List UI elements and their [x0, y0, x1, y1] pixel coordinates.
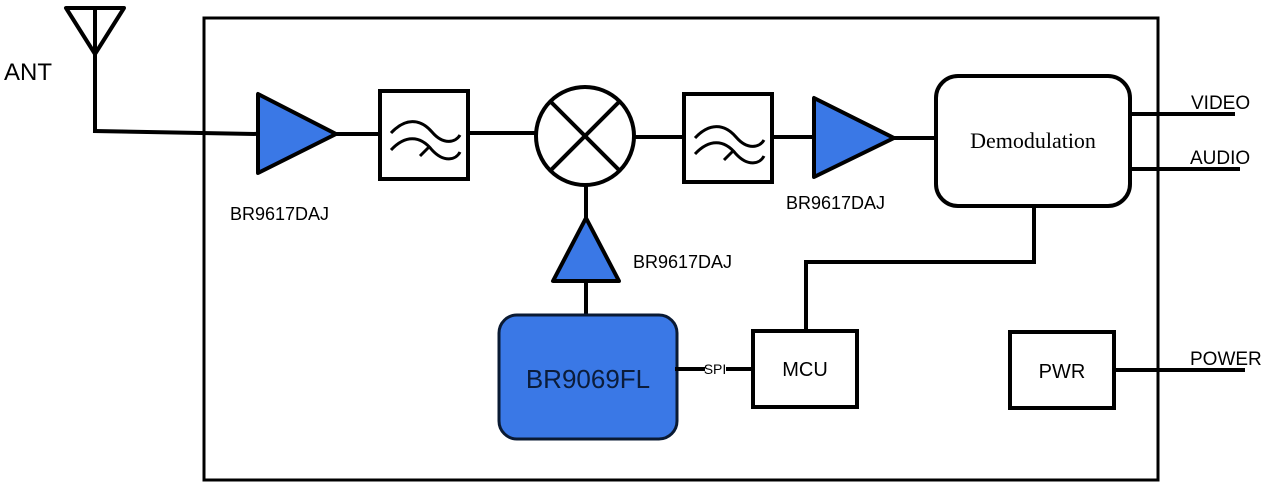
module-boundary — [202, 16, 1160, 482]
demodulation-label: Demodulation — [970, 128, 1096, 153]
video-output-label: VIDEO — [1191, 93, 1250, 114]
lna-label: BR9617DAJ — [230, 204, 329, 224]
filter2-bandpass-icon — [682, 92, 774, 184]
antenna-label: ANT — [4, 59, 52, 86]
lna-amplifier-icon — [256, 92, 338, 175]
pwr-label: PWR — [1039, 361, 1086, 383]
pwr-block — [1008, 330, 1116, 410]
mcu-label: MCU — [782, 359, 828, 381]
synthesizer-chip-label: BR9069FL — [526, 364, 650, 394]
wire-ant-to-lna — [92, 128, 261, 137]
antenna-icon — [64, 6, 126, 132]
lo-amplifier-icon — [551, 216, 621, 283]
if-amp-label: BR9617DAJ — [786, 193, 885, 213]
spi-label: SPI — [704, 361, 727, 377]
mixer-icon — [534, 85, 636, 187]
power-input-label: POWER — [1190, 349, 1262, 370]
wire-mcu-to-demod — [804, 204, 1036, 333]
synthesizer-chip-block — [497, 313, 679, 441]
filter1-bandpass-icon — [378, 89, 470, 181]
audio-output-label: AUDIO — [1190, 148, 1250, 169]
mcu-block — [751, 329, 859, 409]
lo-amp-label: BR9617DAJ — [633, 252, 732, 272]
if-amplifier-icon — [812, 96, 896, 179]
